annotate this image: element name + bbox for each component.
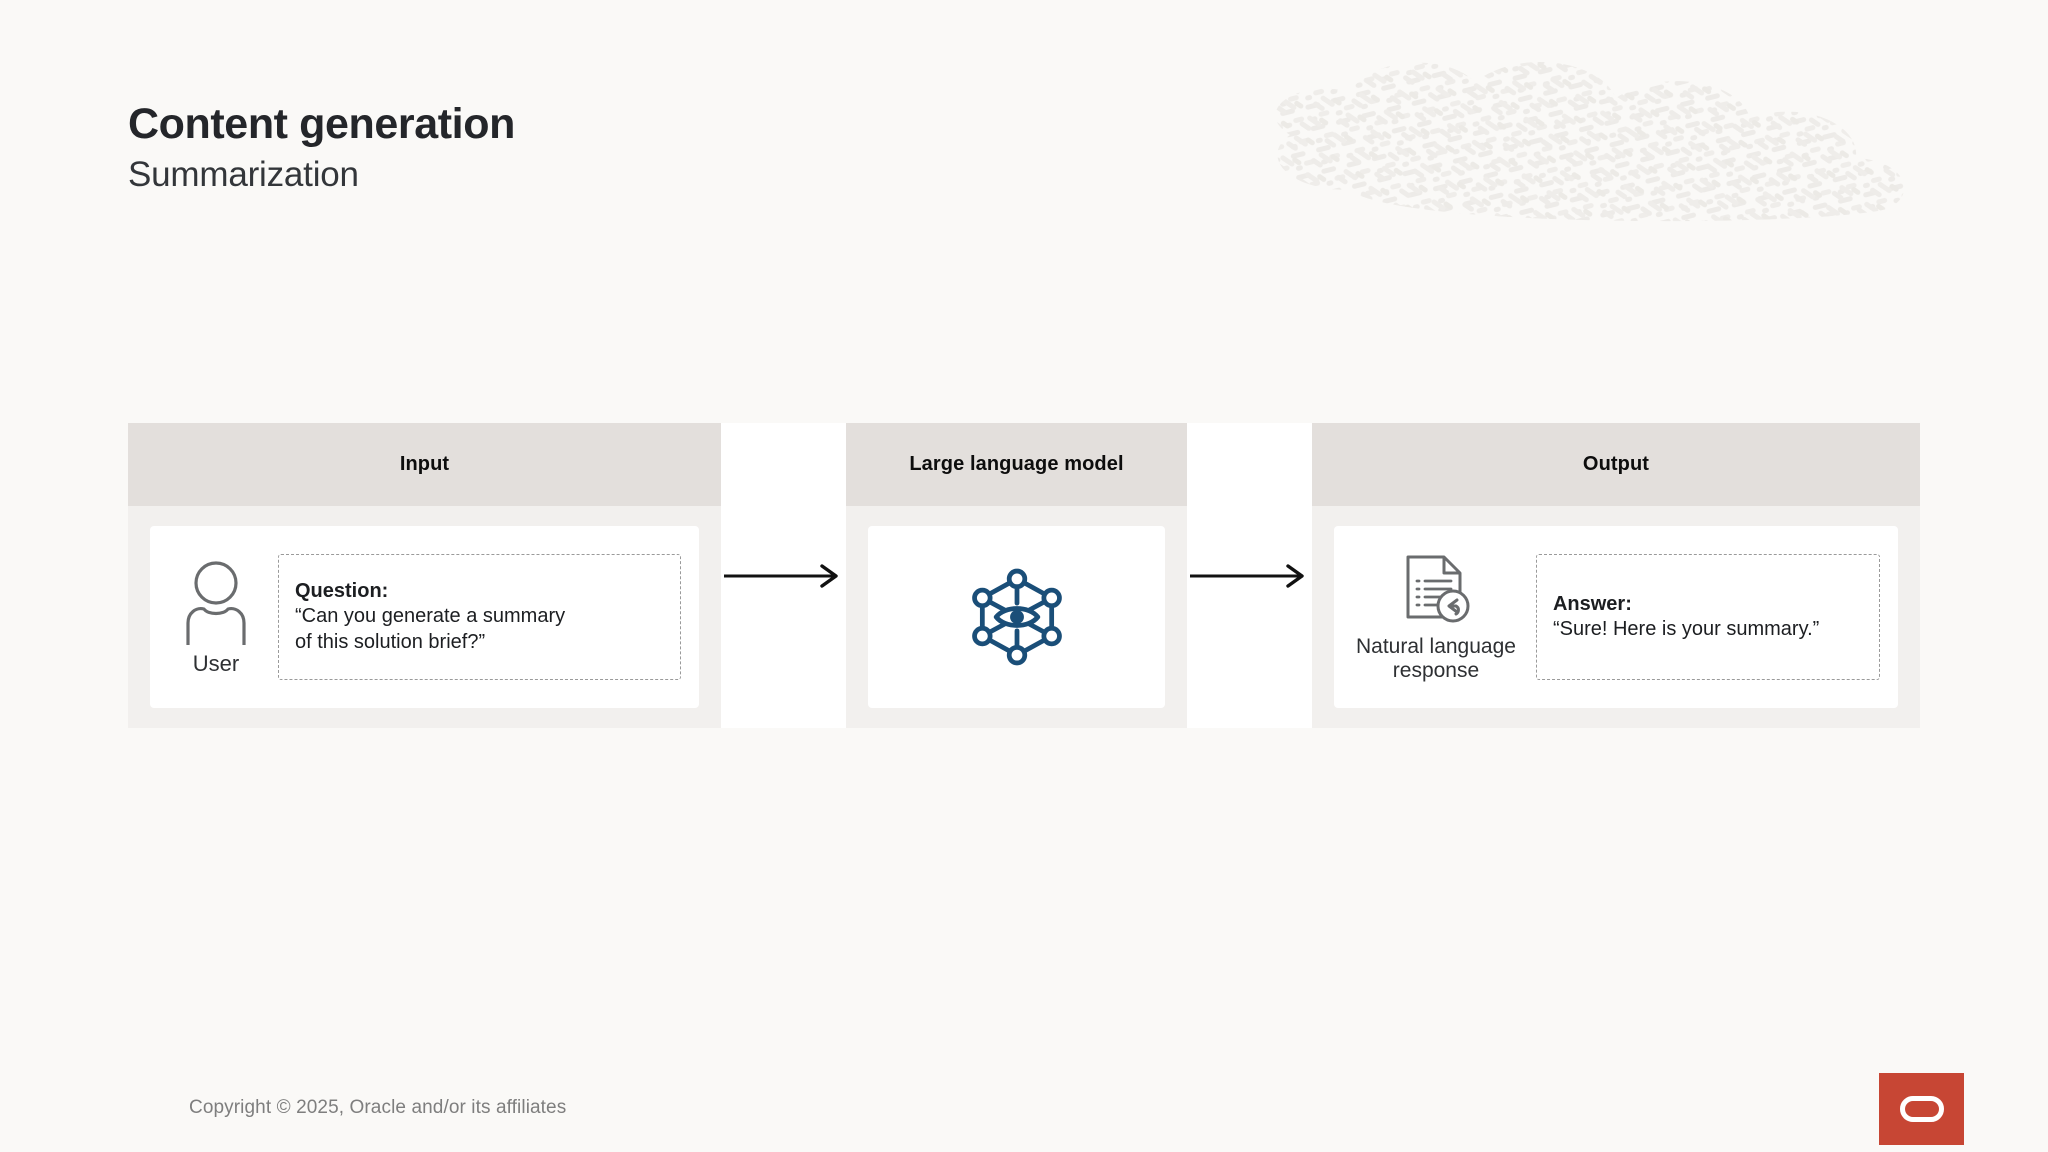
panel-input-body: User Question: “Can you generate a summa… <box>128 506 721 728</box>
page-subtitle: Summarization <box>128 155 359 195</box>
panel-large-language-model: Large language model <box>846 423 1187 728</box>
connector-llm-to-output <box>1187 423 1312 728</box>
question-bubble-label: Question: <box>295 580 389 603</box>
connector-input-to-llm <box>721 423 846 728</box>
user-actor: User <box>180 557 252 676</box>
panel-output-body: Natural language response Answer: “Sure!… <box>1312 506 1920 728</box>
panel-output-header-label: Output <box>1582 453 1650 475</box>
user-actor-label: User <box>192 651 240 677</box>
output-card: Natural language response Answer: “Sure!… <box>1334 526 1898 708</box>
arrow-right-icon <box>1189 563 1304 588</box>
arrow-right-icon <box>723 563 838 588</box>
answer-bubble: Answer: “Sure! Here is your summary.” <box>1535 554 1880 680</box>
slide-header: Content generation Summarization <box>128 100 515 196</box>
document-reply-icon <box>1406 555 1470 623</box>
answer-bubble-label: Answer: <box>1552 593 1632 616</box>
eye-glyph <box>993 606 1040 628</box>
oracle-logo <box>1879 1073 1964 1145</box>
panel-input-header-label: Input <box>399 453 450 475</box>
copyright-text: Copyright © 2025, Oracle and/or its affi… <box>189 1097 567 1118</box>
answer-bubble-text: “Sure! Here is your summary.” <box>1552 618 1820 641</box>
response-actor: Natural language response <box>1356 551 1516 683</box>
panel-llm-header-label: Large language model <box>909 453 1124 475</box>
llm-card <box>868 526 1165 708</box>
question-bubble-text: “Can you generate a summary of this solu… <box>295 605 566 653</box>
question-bubble: Question: “Can you generate a summary of… <box>278 554 681 680</box>
user-icon <box>186 561 246 646</box>
panel-llm-header: Large language model <box>846 423 1187 506</box>
neural-network-eye-icon <box>971 568 1062 666</box>
panel-output: Output <box>1312 423 1920 728</box>
decorative-cloud-texture <box>1275 61 1905 222</box>
panel-input-header: Input <box>128 423 721 506</box>
pipeline-diagram: Input User Question: “Can you generate a… <box>128 423 1920 728</box>
panel-llm-body <box>846 506 1187 728</box>
response-actor-label: Natural language response <box>1356 634 1516 682</box>
oracle-logo-oval-icon <box>1899 1096 1944 1122</box>
page-title: Content generation <box>128 100 515 148</box>
input-card: User Question: “Can you generate a summa… <box>150 526 699 708</box>
panel-input: Input User Question: “Can you generate a… <box>128 423 721 728</box>
panel-output-header: Output <box>1312 423 1920 506</box>
